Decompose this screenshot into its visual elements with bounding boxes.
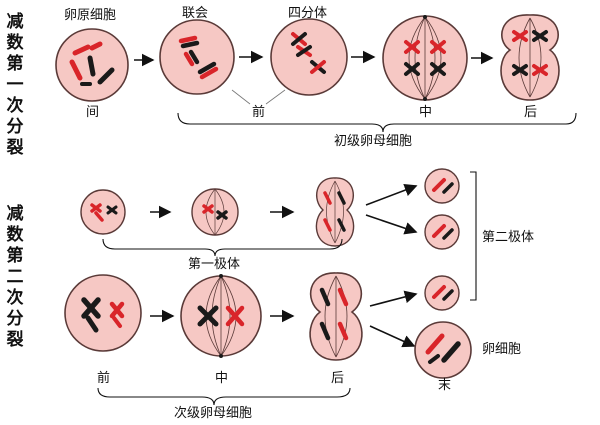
secondary-oocyte-anaphase-cell	[309, 272, 363, 361]
meiosis-two-title: 减数第二次分裂	[6, 204, 24, 350]
second-polar-body-bracket	[470, 171, 477, 301]
second-polar-body-3	[424, 275, 460, 311]
second-polar-body-label: 第二极体	[482, 230, 535, 245]
first-polar-body-label: 第一极体	[188, 257, 241, 272]
oogonium-cell	[55, 28, 129, 102]
prophase-label-bottom: 前	[97, 371, 111, 386]
secondary-oocyte-prophase-cell	[64, 274, 142, 352]
metaphase-label-bottom: 中	[215, 371, 229, 386]
meiosis-one-title: 减数第一次分裂	[6, 12, 24, 158]
polar-body-anaphase-cell	[315, 177, 355, 247]
arrow-12	[369, 325, 416, 348]
synapsis-cell	[159, 19, 235, 95]
prophase-pointer-right	[265, 89, 286, 105]
first-polar-body-brace	[102, 238, 343, 257]
telophase-label: 末	[438, 378, 452, 393]
metaphase-one-cell	[382, 15, 468, 101]
synapsis-label: 联会	[182, 6, 209, 21]
polar-body-prophase-cell	[80, 189, 126, 235]
arrow-11	[369, 290, 418, 307]
prophase-pointer-left	[231, 89, 251, 105]
anaphase-label-bottom: 后	[331, 371, 345, 386]
tetrad-label: 四分体	[288, 6, 328, 21]
primary-oocyte-brace	[177, 112, 577, 133]
arrow-7	[365, 183, 418, 206]
egg-cell-label: 卵细胞	[482, 342, 522, 357]
secondary-oocyte-brace	[97, 387, 351, 406]
second-polar-body-2	[424, 214, 460, 250]
prophase-label-top: 前	[252, 105, 266, 120]
polar-body-metaphase-cell	[191, 188, 239, 236]
arrow-8	[365, 214, 418, 235]
second-polar-body-1	[424, 168, 460, 204]
tetrad-cell	[270, 18, 348, 96]
egg-cell	[414, 321, 472, 379]
primary-oocyte-label: 初级卵母细胞	[334, 134, 413, 149]
interphase-label: 间	[86, 105, 100, 120]
anaphase-one-cell	[500, 14, 560, 101]
metaphase-label-top: 中	[419, 105, 433, 120]
oogonium-label: 卵原细胞	[64, 8, 117, 23]
secondary-oocyte-metaphase-cell	[180, 274, 262, 358]
anaphase-label-top: 后	[524, 105, 538, 120]
secondary-oocyte-label: 次级卵母细胞	[174, 406, 253, 421]
